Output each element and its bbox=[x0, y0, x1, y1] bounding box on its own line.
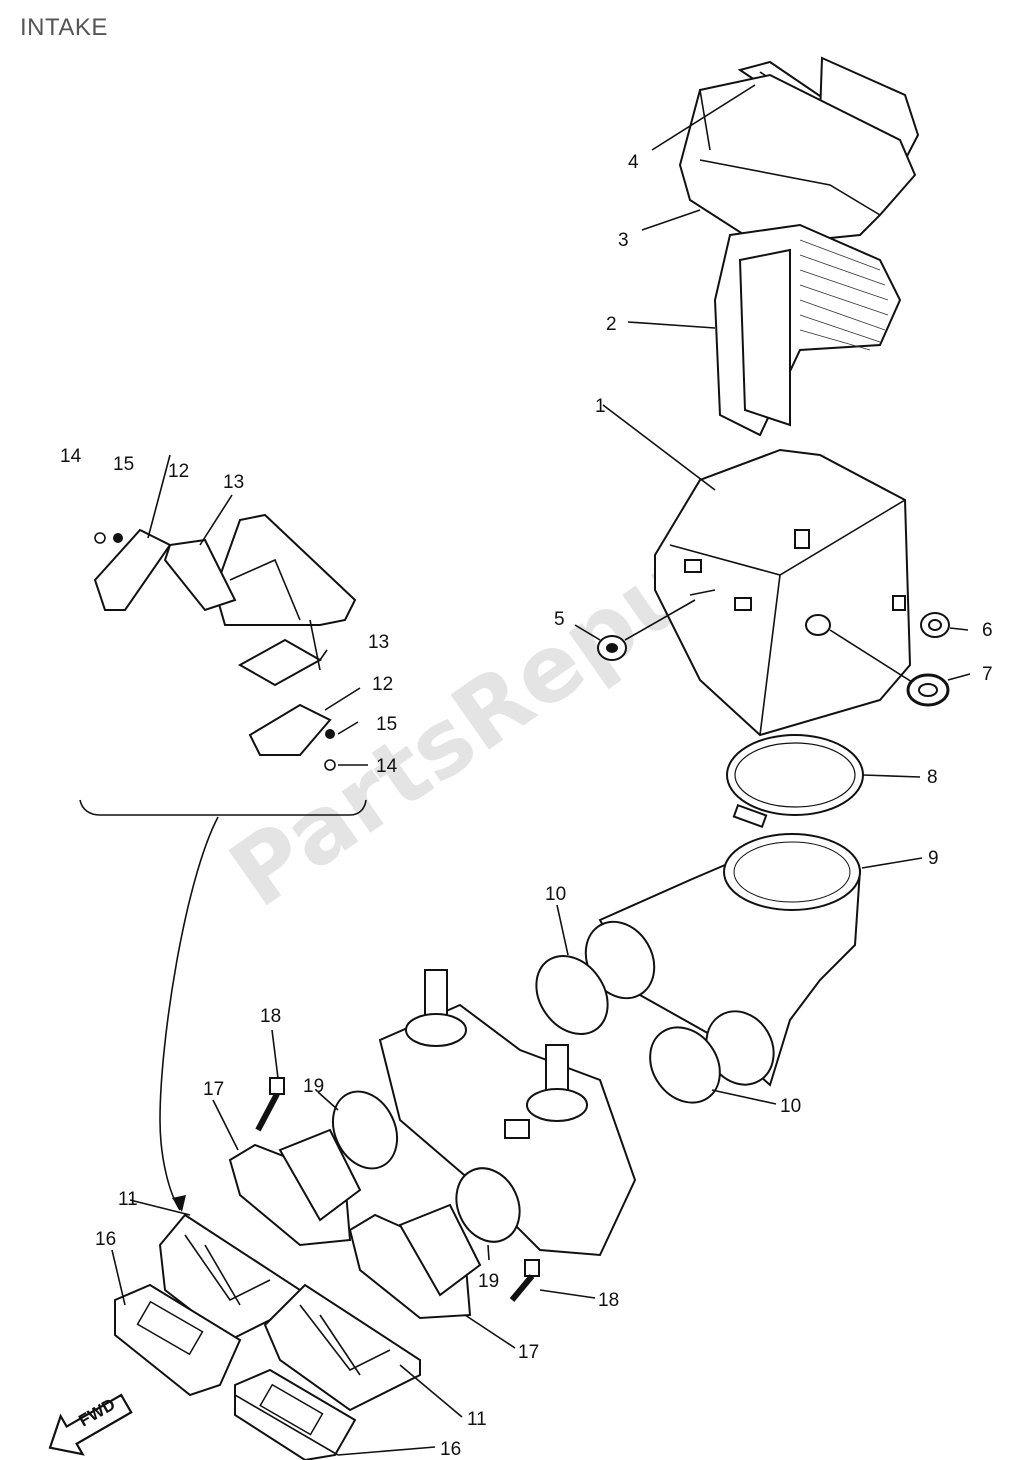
callout-2: 2 bbox=[606, 314, 617, 335]
part-clamp-19-upper bbox=[331, 1090, 399, 1170]
callout-4: 4 bbox=[628, 152, 639, 173]
callout-18-lower: 18 bbox=[598, 1290, 619, 1311]
part-bolt-18-lower bbox=[509, 1259, 540, 1302]
part-gasket-16-lower bbox=[234, 1368, 357, 1460]
callout-11-lower: 11 bbox=[467, 1409, 487, 1430]
callout-8: 8 bbox=[927, 767, 938, 788]
callout-19-upper: 19 bbox=[303, 1076, 324, 1097]
part-air-cleaner-case bbox=[654, 448, 912, 737]
callout-11-upper: 11 bbox=[118, 1189, 138, 1210]
part-reed-valve-11-lower bbox=[263, 1283, 421, 1412]
part-grommet-5 bbox=[597, 635, 627, 661]
callout-13-mid: 13 bbox=[368, 632, 389, 653]
callout-19-lower: 19 bbox=[478, 1271, 499, 1292]
part-hose-clamp-10-upper bbox=[535, 955, 609, 1035]
fwd-arrow-icon bbox=[48, 1393, 133, 1456]
part-hose-clamp-10-lower bbox=[649, 1026, 721, 1104]
part-air-cleaner-joint bbox=[584, 833, 862, 1087]
callout-1: 1 bbox=[595, 396, 606, 417]
callout-14-mid: 14 bbox=[376, 756, 398, 777]
part-carburetor-assembly bbox=[378, 969, 637, 1257]
callout-17-lower: 17 bbox=[518, 1342, 539, 1363]
page-title: INTAKE bbox=[20, 14, 108, 41]
part-air-cleaner-case-cover bbox=[678, 73, 917, 247]
part-hose-clamp-8 bbox=[726, 734, 864, 829]
callout-16-upper: 16 bbox=[95, 1229, 116, 1250]
leader-lines bbox=[111, 84, 971, 1456]
callout-10-lower: 10 bbox=[780, 1096, 801, 1117]
callout-18-upper: 18 bbox=[260, 1006, 281, 1027]
callout-16-lower: 16 bbox=[440, 1439, 461, 1460]
callout-9: 9 bbox=[928, 848, 939, 869]
callout-3: 3 bbox=[618, 230, 629, 251]
part-air-filter-element bbox=[713, 223, 902, 437]
callout-labels: 4 3 2 1 5 6 7 8 9 10 10 14 15 12 13 13 1… bbox=[60, 152, 993, 1460]
callout-12-top: 12 bbox=[168, 461, 189, 482]
callout-10-upper: 10 bbox=[545, 884, 566, 905]
part-nut-6 bbox=[892, 595, 950, 638]
callout-12-mid: 12 bbox=[372, 674, 393, 695]
callout-7: 7 bbox=[982, 664, 993, 685]
callout-17-upper: 17 bbox=[203, 1079, 224, 1100]
part-reed-valve-11-upper bbox=[158, 1213, 301, 1342]
part-manifold-17-upper bbox=[228, 1128, 362, 1247]
callout-14-top: 14 bbox=[60, 446, 82, 467]
callout-15-mid: 15 bbox=[376, 714, 397, 735]
callout-13-top: 13 bbox=[223, 472, 244, 493]
part-manifold-17-lower bbox=[348, 1203, 482, 1320]
part-bolt-18-upper bbox=[255, 1077, 285, 1132]
part-clamp-19-lower bbox=[455, 1167, 521, 1243]
part-washer-7 bbox=[829, 629, 950, 707]
part-gasket-16-upper bbox=[114, 1283, 242, 1397]
callout-15-top: 15 bbox=[113, 454, 134, 475]
callout-6: 6 bbox=[982, 620, 993, 641]
callout-5: 5 bbox=[554, 609, 565, 630]
inset-reed-valve-detail bbox=[79, 513, 367, 1212]
